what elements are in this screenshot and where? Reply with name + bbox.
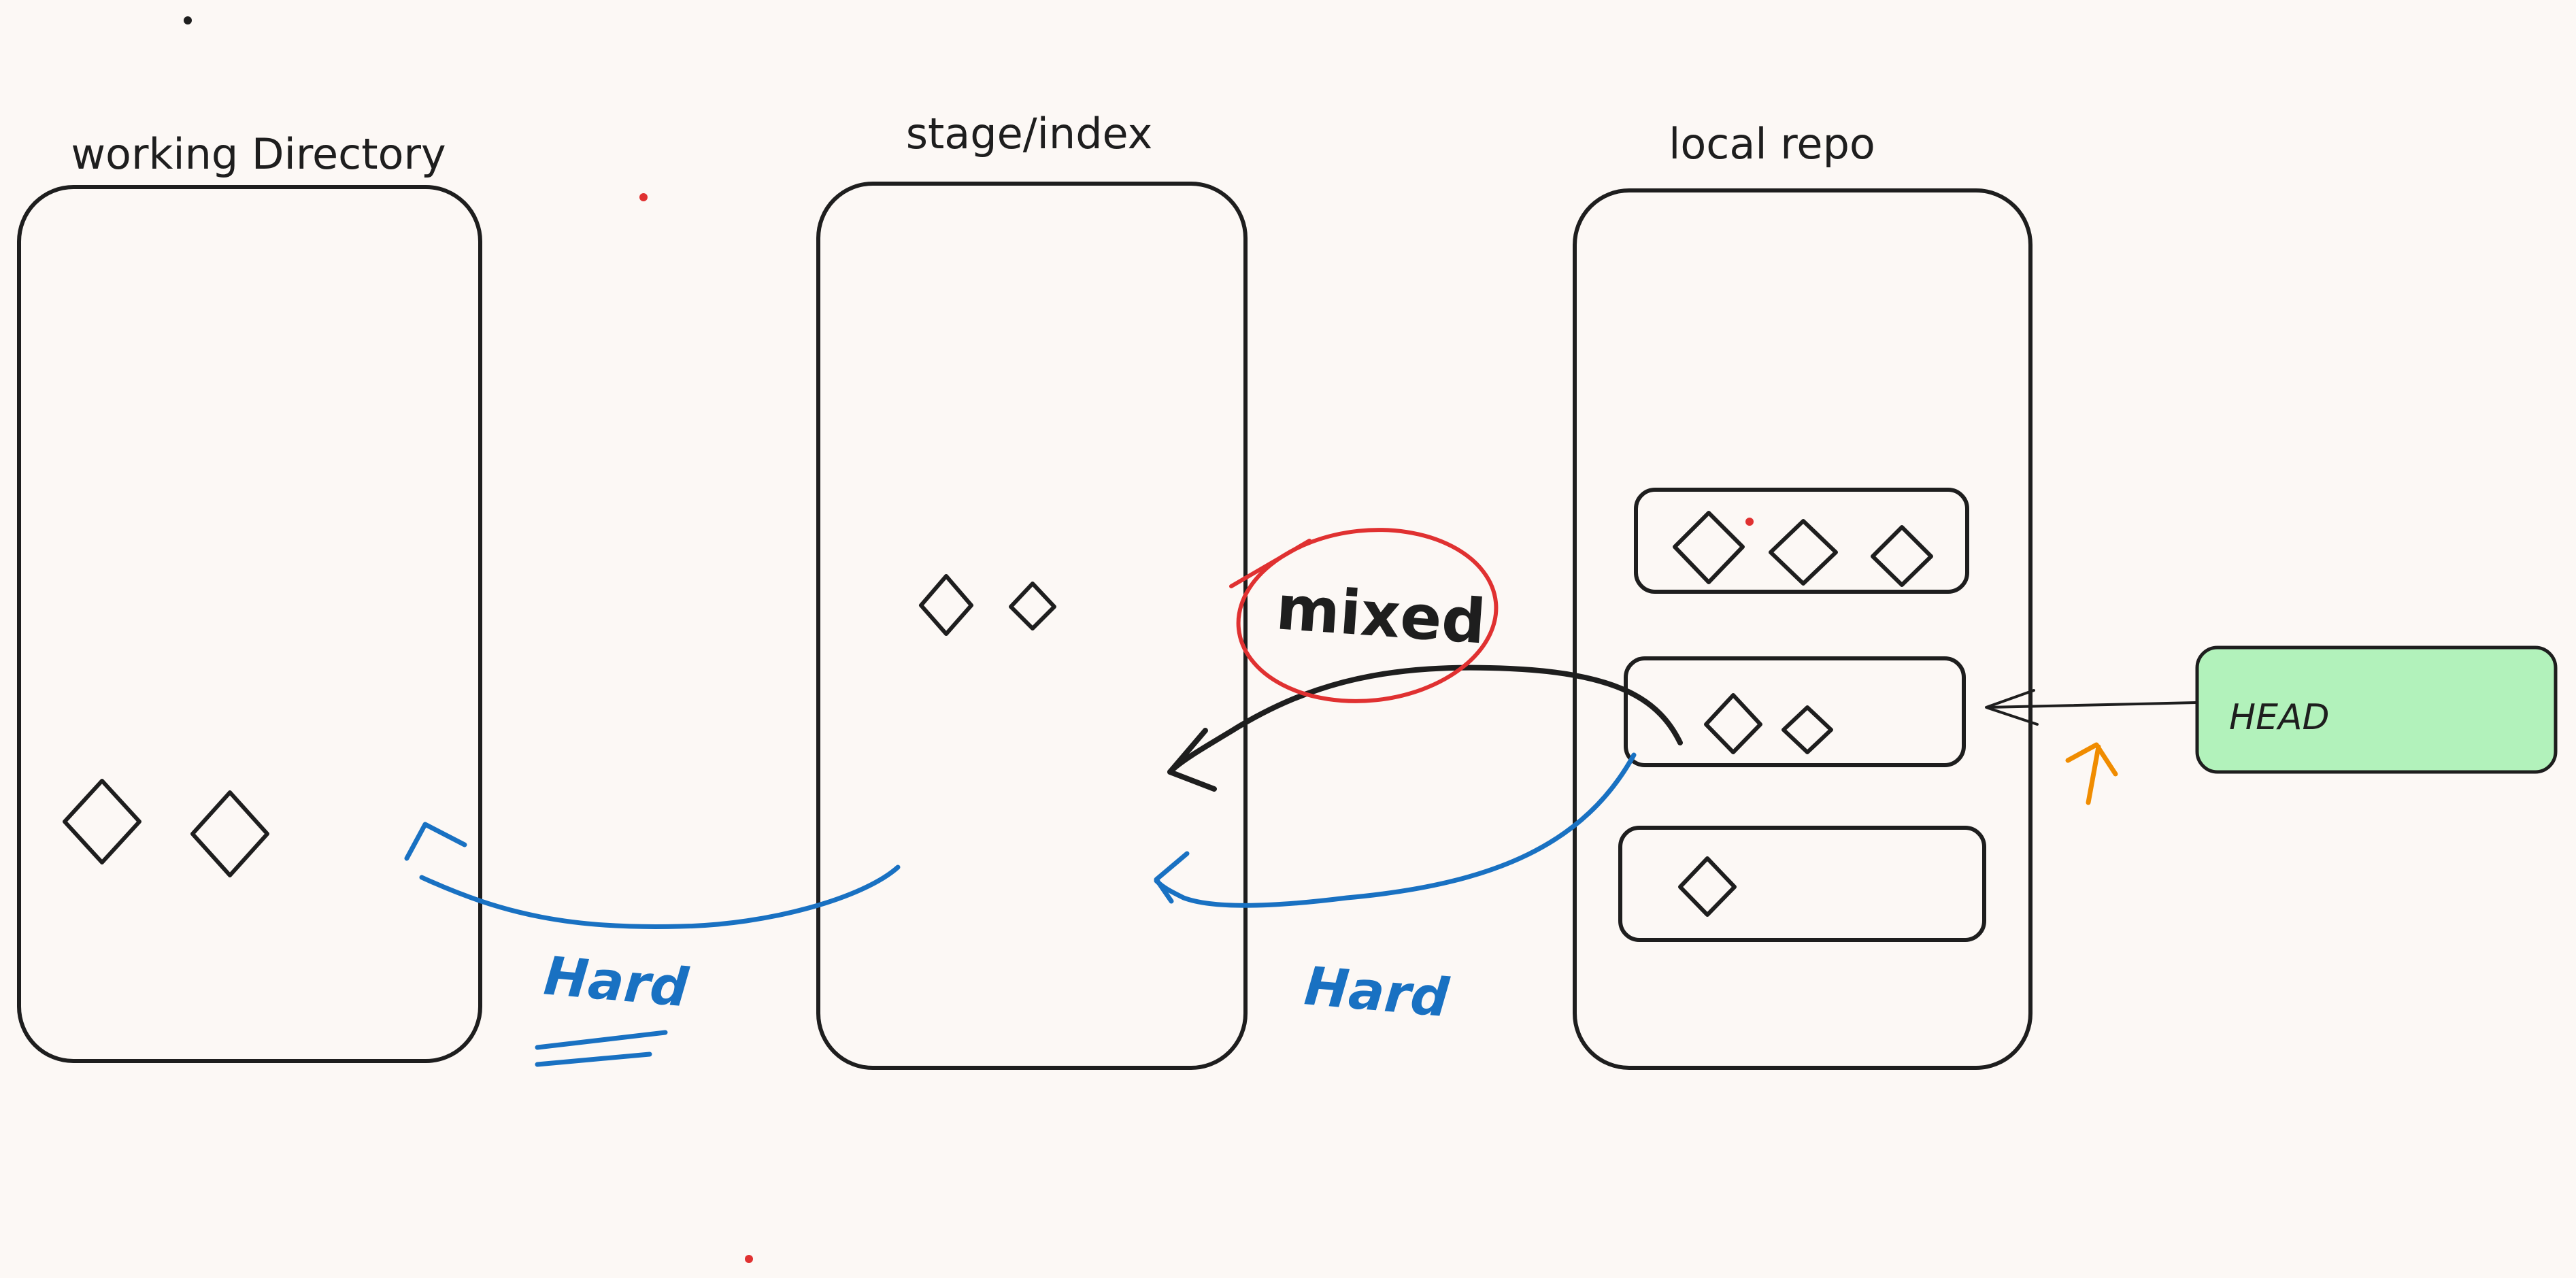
head-box xyxy=(2195,645,2558,774)
file-diamond xyxy=(1871,525,1933,587)
mixed-highlight-circle xyxy=(1236,528,1499,703)
stray-dot xyxy=(639,193,648,201)
working-directory-label: working Directory xyxy=(71,129,446,179)
commit-box-top xyxy=(1634,488,1969,594)
file-diamond xyxy=(919,574,973,636)
commit-box-middle xyxy=(1624,656,1966,767)
file-diamond xyxy=(1678,856,1737,917)
stray-dot xyxy=(184,16,192,24)
file-diamond xyxy=(190,790,269,877)
working-directory-box xyxy=(17,185,482,1063)
local-repo-box xyxy=(1573,188,2033,1070)
file-diamond xyxy=(1009,582,1056,630)
head-pointer-arrow xyxy=(1986,701,2197,709)
hard-underline xyxy=(535,1030,668,1050)
mixed-highlight-tail xyxy=(1229,539,1311,588)
stray-dot xyxy=(745,1255,753,1263)
mixed-reset-arrow xyxy=(1167,665,1683,775)
mixed-label: mixed xyxy=(1274,572,1488,658)
stage-index-label: stage/index xyxy=(906,109,1153,158)
hard-underline xyxy=(535,1052,652,1067)
hard-reset-arrow-repo-to-stage xyxy=(1154,752,1637,908)
hard-reset-arrowhead-working xyxy=(404,822,467,861)
head-label: HEAD xyxy=(2229,697,2330,738)
head-pointer-arrowhead xyxy=(1985,689,2039,726)
move-pointer-arrow xyxy=(2086,744,2101,805)
hard-label-left: Hard xyxy=(541,945,691,1019)
commit-box-bottom xyxy=(1618,826,1986,942)
stage-index-box xyxy=(816,182,1248,1070)
file-diamond xyxy=(1769,519,1838,586)
mixed-reset-arrowhead xyxy=(1167,728,1217,792)
hard-label-right: Hard xyxy=(1302,956,1452,1029)
local-repo-label: local repo xyxy=(1669,119,1875,169)
file-diamond xyxy=(1782,705,1833,754)
stray-dot xyxy=(1745,518,1754,526)
file-diamond xyxy=(1704,693,1762,754)
hard-reset-arrowhead-stage xyxy=(1154,851,1190,904)
file-diamond xyxy=(1673,511,1745,584)
file-diamond xyxy=(63,779,141,864)
hard-reset-arrow-stage-to-working xyxy=(419,864,901,929)
move-pointer-arrowhead xyxy=(2065,742,2118,777)
